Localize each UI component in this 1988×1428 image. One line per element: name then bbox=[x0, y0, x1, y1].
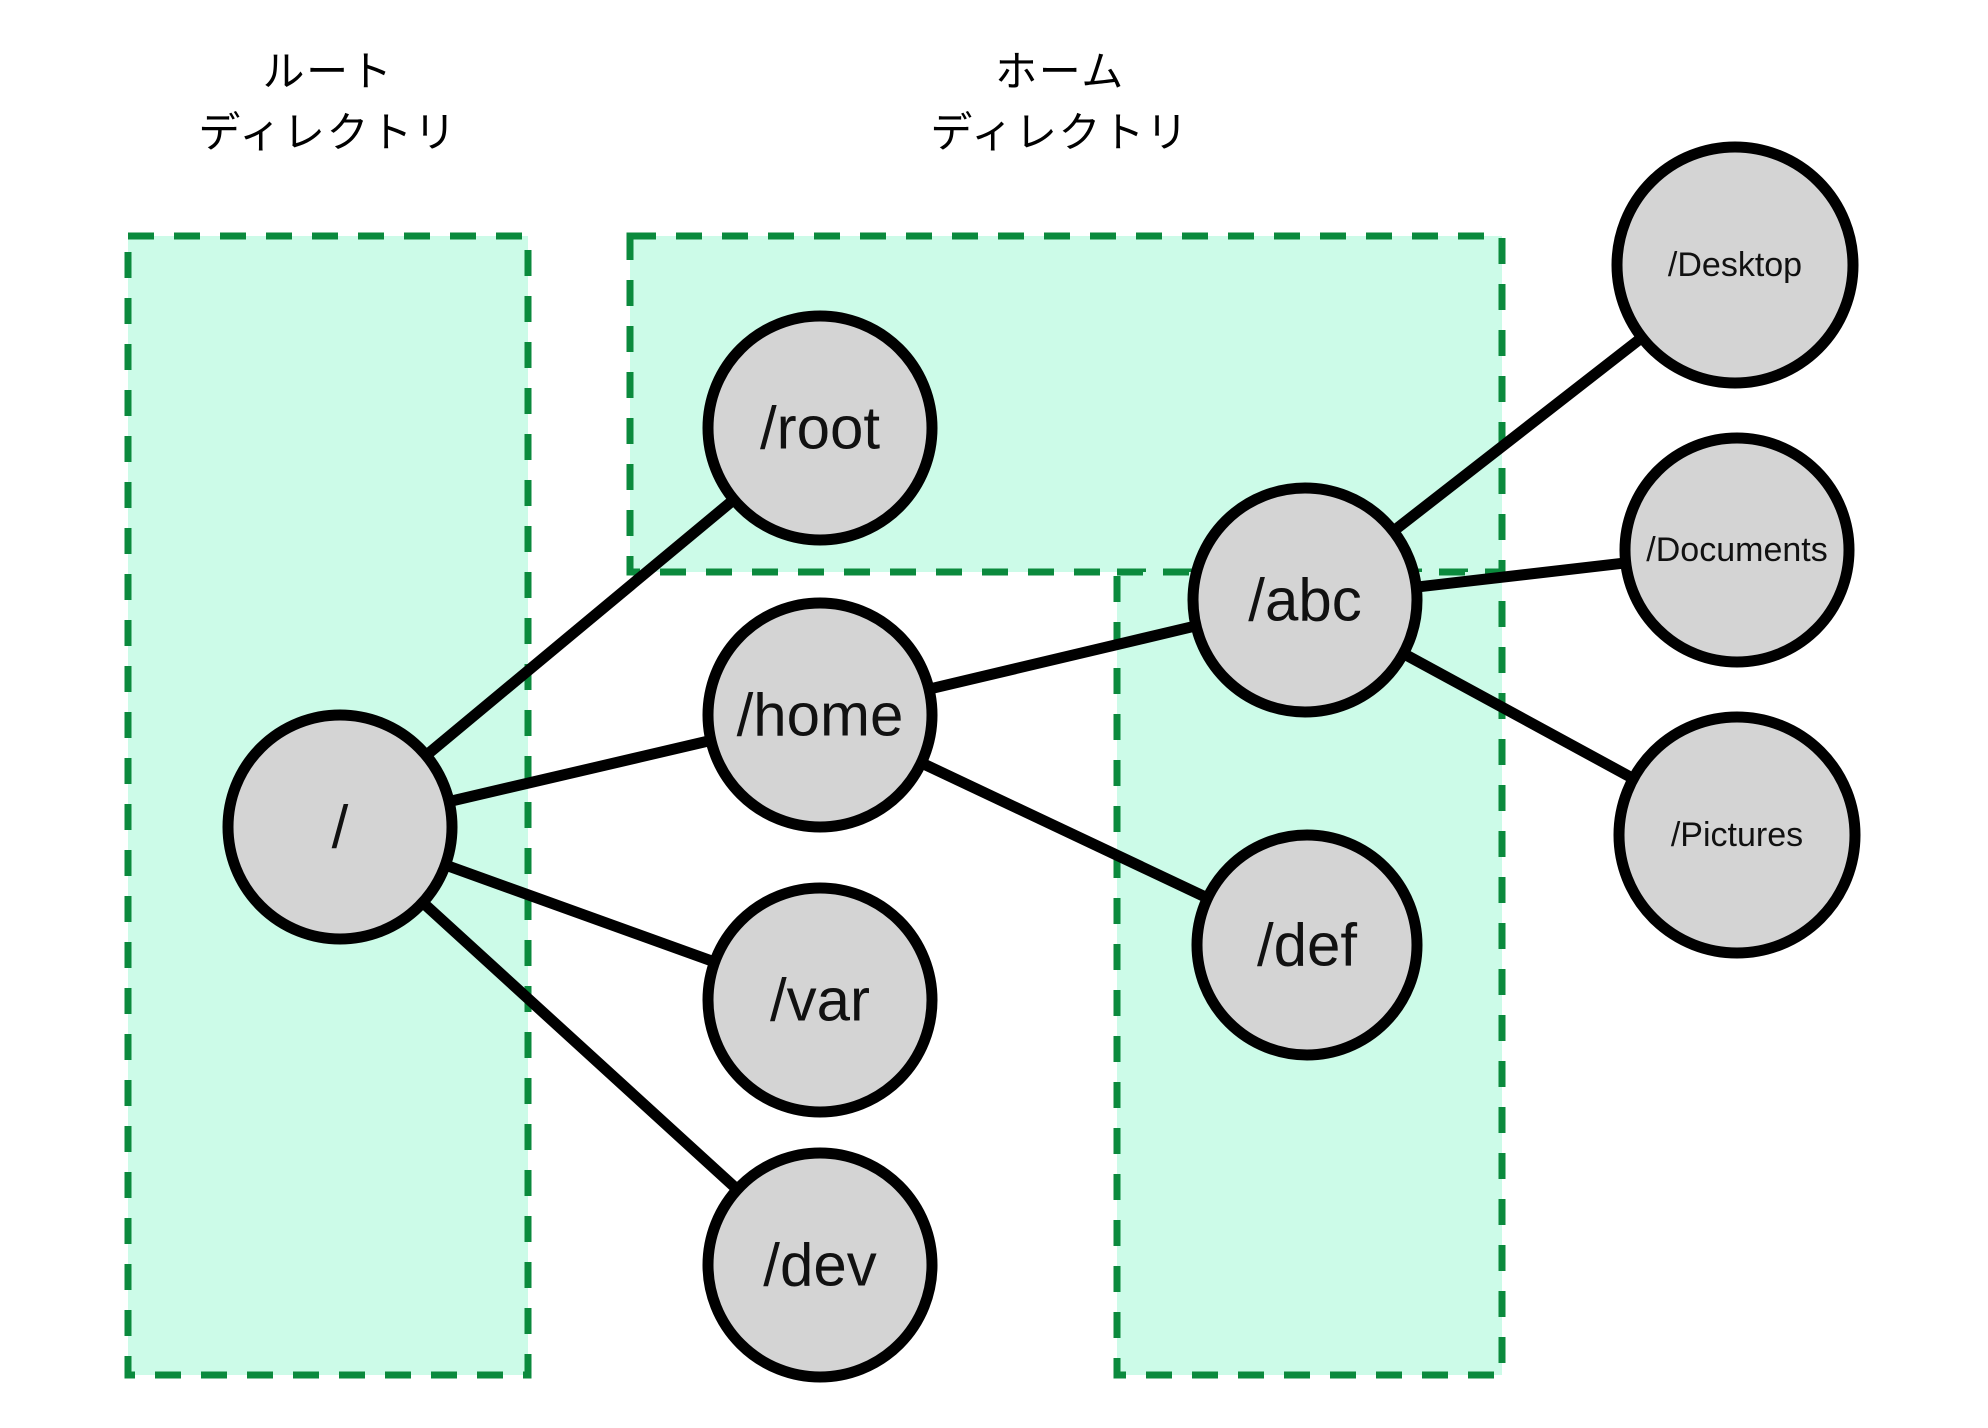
node-circle-root-home[interactable] bbox=[702, 310, 938, 546]
edge-home-to-abc bbox=[923, 619, 1202, 696]
node-label-home: /home bbox=[737, 682, 904, 749]
node-label-desktop: /Desktop bbox=[1668, 246, 1802, 284]
node-home[interactable]: /home bbox=[702, 597, 938, 833]
node-label-var: /var bbox=[770, 967, 870, 1034]
node-label-abc: /abc bbox=[1248, 567, 1361, 634]
node-label-def: /def bbox=[1257, 912, 1357, 979]
edge-abc-to-documents bbox=[1411, 556, 1631, 594]
region-label-root-directory: ルート ディレクトリ bbox=[198, 48, 458, 156]
node-circle-pictures[interactable] bbox=[1613, 711, 1861, 959]
node-circle-documents[interactable] bbox=[1619, 432, 1855, 668]
edge-root-to-root-home bbox=[419, 492, 741, 763]
node-circle-var[interactable] bbox=[702, 882, 938, 1118]
node-var[interactable]: /var bbox=[702, 882, 938, 1118]
node-label-dev: /dev bbox=[763, 1232, 876, 1299]
node-root-home[interactable]: /root bbox=[702, 310, 938, 546]
edge-root-to-var bbox=[439, 858, 721, 969]
node-def[interactable]: /def bbox=[1191, 829, 1423, 1061]
node-abc[interactable]: /abc bbox=[1187, 482, 1423, 718]
edge-home-to-def bbox=[915, 756, 1214, 905]
node-circle-dev[interactable] bbox=[702, 1147, 938, 1383]
node-pictures[interactable]: /Pictures bbox=[1613, 711, 1861, 959]
edge-abc-to-pictures bbox=[1397, 646, 1640, 786]
edge-abc-to-desktop bbox=[1386, 330, 1649, 538]
node-dev[interactable]: /dev bbox=[702, 1147, 938, 1383]
edge-layer bbox=[416, 330, 1649, 1197]
node-label-root-home: /root bbox=[760, 395, 880, 462]
node-documents[interactable]: /Documents bbox=[1619, 432, 1855, 668]
node-circle-def[interactable] bbox=[1191, 829, 1423, 1061]
node-root[interactable]: / bbox=[222, 709, 458, 945]
edge-root-to-dev bbox=[416, 895, 744, 1197]
node-circle-abc[interactable] bbox=[1187, 482, 1423, 718]
node-layer: / /root/home/var/dev/abc/def/Desktop/Docu… bbox=[222, 141, 1861, 1383]
edge-root-to-home bbox=[443, 734, 717, 808]
node-desktop[interactable]: /Desktop bbox=[1611, 141, 1859, 389]
node-label-documents: /Documents bbox=[1646, 531, 1827, 569]
node-label-pictures: /Pictures bbox=[1671, 816, 1803, 854]
node-circle-desktop[interactable] bbox=[1611, 141, 1859, 389]
region-label-home-directory: ホーム ディレクトリ bbox=[930, 48, 1190, 156]
node-label-root: / bbox=[332, 794, 349, 861]
node-circle-home[interactable] bbox=[702, 597, 938, 833]
node-circle-root[interactable] bbox=[222, 709, 458, 945]
